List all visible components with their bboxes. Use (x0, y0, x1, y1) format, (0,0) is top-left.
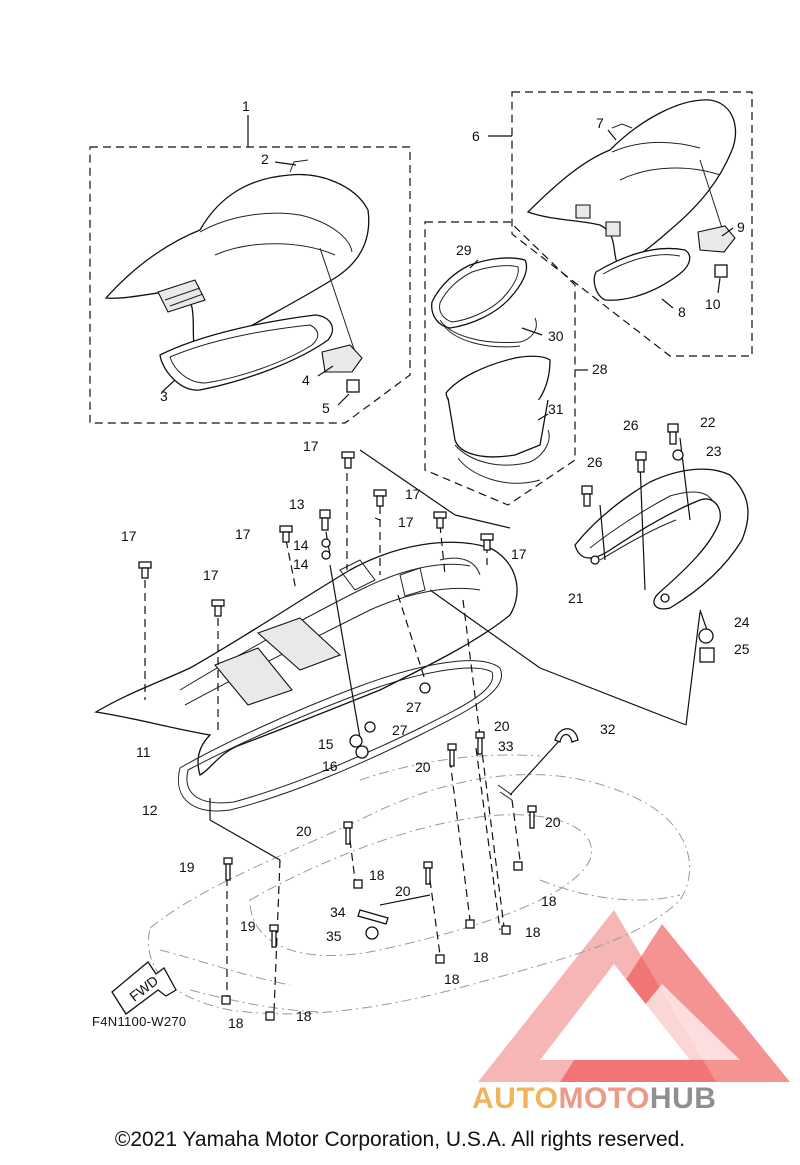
callout-20c: 20 (296, 823, 312, 839)
group-box-storage (424, 221, 576, 506)
callout-34: 34 (330, 904, 346, 920)
callout-28: 28 (592, 361, 608, 377)
leader-lines (144, 115, 734, 1013)
callout-21: 21 (568, 590, 584, 606)
callout-17e: 17 (405, 486, 421, 502)
callout-18e: 18 (444, 971, 460, 987)
callout-17b: 17 (203, 567, 219, 583)
callout-18c: 18 (525, 924, 541, 940)
callout-22: 22 (700, 414, 716, 430)
callout-13: 13 (289, 496, 305, 512)
deck-panel (94, 541, 518, 776)
callout-6: 6 (472, 128, 480, 144)
callout-17a: 17 (121, 528, 137, 544)
diagram-code: F4N1100-W270 (92, 1014, 187, 1029)
watermark-part-auto: AUTO (472, 1082, 559, 1115)
callout-8: 8 (678, 304, 686, 320)
callout-26a: 26 (623, 417, 639, 433)
callout-17g: 17 (511, 546, 527, 562)
callout-30: 30 (548, 328, 564, 344)
hull-outline (148, 754, 691, 1015)
callout-14b: 14 (293, 556, 309, 572)
callout-11: 11 (136, 744, 151, 760)
callout-20b: 20 (415, 759, 431, 775)
callout-14a: 14 (293, 537, 309, 553)
callout-20d: 20 (395, 883, 411, 899)
watermark-logo (478, 910, 790, 1082)
bolt-17g (480, 533, 494, 551)
callout-10: 10 (705, 296, 721, 312)
watermark-part-hub: HUB (649, 1082, 717, 1115)
callout-17f: 17 (398, 514, 414, 530)
bolt-17c (279, 525, 293, 543)
bolt-17b (211, 599, 225, 617)
callout-29: 29 (456, 242, 472, 258)
stud-20b (447, 743, 457, 767)
callout-4: 4 (302, 372, 310, 388)
fwd-arrow-icon: FWD (111, 961, 177, 1015)
bolt-26b (581, 485, 593, 507)
callout-7: 7 (596, 115, 604, 131)
stud-19a (223, 857, 233, 881)
callout-numbers: 1 2 3 4 5 6 7 8 9 10 11 12 13 14 14 15 1… (121, 98, 750, 1031)
callout-12: 12 (142, 802, 158, 818)
rear-seat (526, 99, 737, 301)
callout-20a: 20 (494, 718, 510, 734)
callout-18g: 18 (296, 1008, 312, 1024)
watermark-part-moto: MOTO (558, 1082, 650, 1115)
callout-19b: 19 (240, 918, 256, 934)
callout-24: 24 (734, 614, 750, 630)
group-box-front-seat (89, 146, 411, 424)
bolt-17e (373, 489, 387, 507)
callout-25: 25 (734, 641, 750, 657)
callout-26b: 26 (587, 454, 603, 470)
callout-2: 2 (261, 151, 269, 167)
front-seat (104, 159, 370, 393)
callout-15: 15 (318, 736, 334, 752)
callout-18f: 18 (228, 1015, 244, 1031)
callout-9: 9 (737, 219, 745, 235)
bolt-22 (667, 423, 679, 445)
callout-18b: 18 (541, 893, 557, 909)
stud-20e (527, 805, 537, 829)
group-box-rear-seat (511, 91, 753, 357)
callout-5: 5 (322, 400, 330, 416)
callout-20e: 20 (545, 814, 561, 830)
callout-1: 1 (242, 98, 250, 114)
storage-box (431, 257, 551, 484)
callout-17d: 17 (303, 438, 319, 454)
callout-35: 35 (326, 928, 342, 944)
callout-32: 32 (600, 721, 616, 737)
callout-18d: 18 (473, 949, 489, 965)
fasteners (138, 423, 715, 1021)
bolt-17a (138, 561, 152, 579)
watermark-text: AUTOMOTOHUB (472, 1082, 716, 1116)
callout-23: 23 (706, 443, 722, 459)
callout-16: 16 (322, 758, 338, 774)
bolt-17d (341, 451, 355, 469)
stud-20a (475, 731, 485, 755)
callout-3: 3 (160, 388, 168, 404)
bolt-13 (319, 509, 331, 531)
callout-27b: 27 (392, 722, 408, 738)
stud-19b (269, 924, 279, 948)
callout-18a: 18 (369, 867, 385, 883)
copyright-notice: ©2021 Yamaha Motor Corporation, U.S.A. A… (114, 1128, 686, 1151)
callout-33: 33 (498, 738, 514, 754)
callout-27a: 27 (406, 699, 422, 715)
stud-20c (343, 821, 353, 845)
bolt-17f (433, 511, 447, 529)
grab-handle (574, 468, 749, 610)
callout-31: 31 (548, 401, 564, 417)
callout-19a: 19 (179, 859, 195, 875)
stud-20d (423, 861, 433, 885)
callout-17c: 17 (235, 526, 251, 542)
bolt-26a (635, 451, 647, 473)
deck-gasket (178, 660, 502, 812)
